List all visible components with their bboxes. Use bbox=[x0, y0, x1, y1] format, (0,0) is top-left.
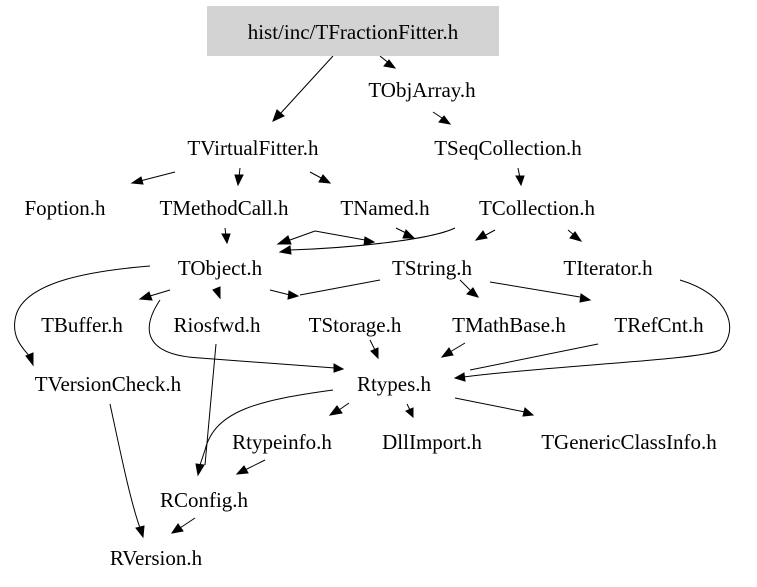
node-rtypes[interactable]: Rtypes.h bbox=[357, 372, 432, 396]
edge-riosfwd-rconfig bbox=[204, 343, 217, 466]
node-tversioncheck[interactable]: TVersionCheck.h bbox=[35, 372, 182, 396]
node-tcollection[interactable]: TCollection.h bbox=[479, 196, 596, 220]
edge-rtypeinfo-rconfig bbox=[244, 459, 266, 471]
edge-rconfig-rversion-arrow bbox=[170, 523, 184, 534]
edge-tstorage-rtypes-arrow bbox=[370, 347, 379, 360]
edge-root-tvirtualfitter-arrow bbox=[272, 109, 285, 122]
edge-tmathbase-rtypes-arrow bbox=[440, 347, 454, 358]
edge-rtypes-rtypeinfo-arrow bbox=[328, 405, 343, 416]
node-tstring[interactable]: TString.h bbox=[392, 256, 472, 280]
node-tobjarray[interactable]: TObjArray.h bbox=[368, 78, 476, 102]
node-tstorage[interactable]: TStorage.h bbox=[309, 313, 402, 337]
edge-tcollection-tnamed-arrow bbox=[402, 229, 416, 239]
edge-tobject-tstorage-arrow bbox=[287, 290, 300, 300]
node-titerator[interactable]: TIterator.h bbox=[563, 256, 653, 280]
edge-tobject-rtypes bbox=[148, 299, 336, 369]
edge-tseqcollection-tcollection-arrow bbox=[515, 175, 525, 187]
node-trefcnt[interactable]: TRefCnt.h bbox=[614, 313, 704, 337]
edges bbox=[14, 55, 730, 539]
edge-tobjarray-tseqcollection-arrow bbox=[438, 115, 452, 125]
edge-tbuffer-tobject bbox=[149, 289, 171, 297]
edge-tobject-tstorage bbox=[269, 289, 291, 296]
edge-tobject-rtypes-arrow bbox=[333, 363, 345, 373]
node-rconfig[interactable]: RConfig.h bbox=[160, 488, 249, 512]
edge-tcollection-tobject-arrow bbox=[278, 245, 292, 255]
edge-tobject-tversioncheck bbox=[14, 265, 151, 358]
node-root[interactable]: hist/inc/TFractionFitter.h bbox=[207, 6, 499, 56]
edge-titerator-rtypes bbox=[462, 279, 730, 378]
edge-tversioncheck-rversion bbox=[109, 403, 141, 529]
node-dllimport[interactable]: DllImport.h bbox=[382, 430, 482, 454]
edge-tnamed-tobject bbox=[289, 230, 316, 241]
node-tobject[interactable]: TObject.h bbox=[178, 256, 263, 280]
edge-rtypes-dllimport-arrow bbox=[405, 407, 414, 419]
edge-tvirtualfitter-foption bbox=[139, 171, 176, 182]
edge-tcollection-titerator-arrow bbox=[569, 231, 583, 242]
edge-tstring-tmathbase-arrow bbox=[466, 287, 480, 298]
node-tmethodcall[interactable]: TMethodCall.h bbox=[160, 196, 289, 220]
edge-rtypes-tgenericclassinfo bbox=[454, 397, 526, 413]
edge-rtypes-tgenericclassinfo-arrow bbox=[522, 407, 535, 417]
edge-rtypes-rtypeinfo bbox=[338, 402, 350, 411]
edge-tcollection-tnamed bbox=[395, 227, 407, 234]
node-tbuffer[interactable]: TBuffer.h bbox=[41, 313, 123, 337]
node-tvirtualfitter[interactable]: TVirtualFitter.h bbox=[187, 136, 319, 160]
node-riosfwd[interactable]: Riosfwd.h bbox=[174, 313, 261, 337]
node-root-box bbox=[207, 6, 499, 56]
edge-tcollection-tobject bbox=[289, 227, 456, 251]
node-tgenericclassinfo[interactable]: TGenericClassInfo.h bbox=[541, 430, 717, 454]
edge-tstring-trefcnt-arrow bbox=[579, 293, 592, 303]
edge-tstring-tstorage bbox=[299, 279, 381, 296]
edge-tnamed-tstring bbox=[314, 230, 366, 241]
edge-rtypeinfo-rconfig-arrow bbox=[235, 465, 249, 475]
edge-root-tobjarray-arrow bbox=[383, 59, 397, 69]
edge-tcollection-tstring-arrow bbox=[474, 230, 488, 241]
node-foption[interactable]: Foption.h bbox=[24, 196, 106, 220]
edge-tvirtualfitter-foption-arrow bbox=[130, 176, 144, 185]
edge-tstring-trefcnt bbox=[489, 281, 581, 298]
node-root-label: hist/inc/TFractionFitter.h bbox=[248, 20, 459, 44]
edge-root-tvirtualfitter bbox=[279, 55, 334, 115]
edge-tnamed-tobject-arrow bbox=[276, 235, 292, 245]
edge-tstring-tmathbase bbox=[459, 279, 471, 291]
edge-tmethodcall-tobject-arrow bbox=[221, 233, 231, 245]
edge-tobject-riosfwd-arrow bbox=[212, 286, 221, 300]
node-tnamed[interactable]: TNamed.h bbox=[340, 196, 430, 220]
node-rversion[interactable]: RVersion.h bbox=[110, 546, 203, 570]
edge-tversioncheck-rversion-arrow bbox=[135, 525, 145, 539]
nodes: TObjArray.h TVirtualFitter.h TSeqCollect… bbox=[24, 78, 717, 570]
edge-tvirtualfitter-tmethodcall-arrow bbox=[234, 174, 244, 187]
edge-tobject-tversioncheck-arrow bbox=[25, 352, 34, 367]
node-rtypeinfo[interactable]: Rtypeinfo.h bbox=[232, 430, 332, 454]
edge-tmathbase-rtypes bbox=[449, 342, 466, 353]
edge-rtypes-rconfig-arrow bbox=[195, 463, 205, 477]
edge-tstorage-rtypes bbox=[369, 339, 376, 351]
edge-tbuffer-tobject-arrow bbox=[138, 291, 153, 301]
edge-rconfig-rversion bbox=[179, 517, 196, 529]
edge-titerator-rtypes-arrow bbox=[453, 372, 466, 382]
edge-tvirtualfitter-tnamed-arrow bbox=[318, 174, 332, 184]
node-tseqcollection[interactable]: TSeqCollection.h bbox=[434, 136, 582, 160]
edge-tnamed-tstring-arrow bbox=[363, 236, 376, 246]
node-tmathbase[interactable]: TMathBase.h bbox=[452, 313, 566, 337]
edge-trefcnt-rtypes bbox=[469, 343, 599, 371]
